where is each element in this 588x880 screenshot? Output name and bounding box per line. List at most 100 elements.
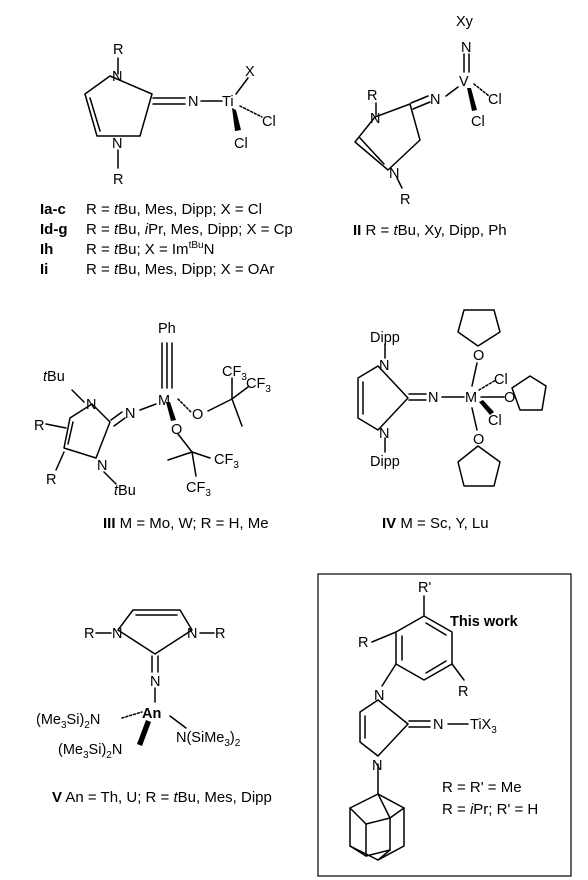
imidazole-ring	[359, 699, 409, 757]
svg-text:R = tBu; X = ImtBuN: R = tBu; X = ImtBuN	[86, 240, 214, 258]
atom-r-2: R	[458, 684, 468, 700]
atom-r-prime: R'	[418, 580, 431, 596]
atom-m: M	[158, 393, 170, 409]
ti-x-bond	[235, 77, 249, 95]
imidazole-ring	[354, 103, 421, 171]
atom-n-1: N	[370, 111, 380, 127]
imidazole-ring	[84, 75, 153, 137]
atom-cl-1: Cl	[494, 372, 508, 388]
structure-IV: Dipp Dipp N N N M O O O Cl Cl IV M = Sc,…	[357, 309, 547, 532]
atom-n-1: N	[374, 688, 384, 704]
atom-r-bottom: R	[400, 192, 410, 208]
atom-n-1: N	[112, 626, 122, 642]
atom-cl-2: Cl	[471, 114, 485, 130]
atom-cl-2: Cl	[488, 413, 502, 429]
atom-n-exo: N	[125, 406, 135, 422]
atom-n-1: N	[86, 397, 96, 413]
atom-tbu-1: tBu	[43, 369, 65, 385]
caption-I: Ia-c R = tBu, Mes, Dipp; X = Cl Id-g R =…	[40, 201, 293, 278]
caption-II: II R = tBu, Xy, Dipp, Ph	[353, 222, 507, 239]
caption-III: III M = Mo, W; R = H, Me	[103, 515, 269, 532]
svg-text:Ih: Ih	[40, 241, 53, 258]
atom-cf3-a: CF3	[222, 364, 247, 383]
atom-xy: Xy	[456, 14, 474, 30]
ti-cl-hashed-bond	[239, 105, 263, 118]
atom-dipp-1: Dipp	[370, 330, 400, 346]
atom-r-bottom: R	[113, 172, 123, 188]
this-work-title: This work	[450, 614, 519, 630]
atom-o-1: O	[473, 348, 484, 364]
svg-text:Ia-c: Ia-c	[40, 201, 66, 218]
atom-cf3-c: CF3	[214, 452, 239, 471]
atom-o-1: O	[192, 407, 203, 423]
ring-double-bond	[67, 421, 74, 445]
thf-ring-top	[457, 309, 501, 347]
atom-n-2: N	[389, 166, 399, 182]
atom-nsi-1: (Me3Si)2N	[36, 712, 100, 731]
structure-II: Xy N V Cl Cl N R N N R II R = tBu, Xy, D…	[353, 14, 507, 239]
ti-cl-wedge-bond	[232, 108, 241, 131]
atom-tbu-2: tBu	[114, 483, 136, 499]
adamantyl-cage	[349, 793, 405, 861]
atom-n-top: N	[461, 40, 471, 56]
atom-n-exo: N	[433, 717, 443, 733]
thf-ring-bottom	[457, 445, 501, 487]
atom-n-bottom: N	[112, 136, 122, 152]
this-work-panel: This work R' R R N N N TiX3 R = R' = Me …	[317, 573, 572, 877]
caption-V: V An = Th, U; R = tBu, Mes, Dipp	[52, 789, 272, 806]
atom-ph: Ph	[158, 321, 176, 337]
atom-n-2: N	[372, 758, 382, 774]
ring-double-bond	[359, 137, 385, 165]
atom-cl-1: Cl	[262, 114, 276, 130]
svg-text:Id-g: Id-g	[40, 221, 68, 238]
aryl-ring	[395, 615, 453, 681]
atom-n-exo: N	[430, 92, 440, 108]
this-work-line-2: R = iPr; R' = H	[442, 801, 538, 818]
atom-n-2: N	[187, 626, 197, 642]
atom-n-exo: N	[150, 674, 160, 690]
atom-n-exo: N	[428, 390, 438, 406]
imidazole-ring	[117, 609, 193, 655]
atom-r-top: R	[367, 88, 377, 104]
svg-text:R = tBu, Mes, Dipp; X = Cl: R = tBu, Mes, Dipp; X = Cl	[86, 201, 262, 218]
atom-x: X	[245, 64, 255, 80]
structure-I: R N N R N Ti X Cl Cl Ia-c R = tBu, Mes, …	[40, 42, 293, 278]
imidazole-ring	[63, 403, 111, 459]
atom-cl-1: Cl	[488, 92, 502, 108]
svg-text:Ii: Ii	[40, 261, 48, 278]
thf-ring-right	[511, 375, 547, 411]
atom-cf3-b: CF3	[246, 376, 271, 395]
atom-r-2: R	[46, 472, 56, 488]
atom-cl-2: Cl	[234, 136, 248, 152]
atom-r-1: R	[84, 626, 94, 642]
atom-r-1: R	[34, 418, 44, 434]
atom-n-2: N	[379, 426, 389, 442]
this-work-box	[317, 573, 572, 877]
atom-o-2: O	[171, 422, 182, 438]
structure-V: R R N N N An (Me3Si)2N N(SiMe3)2 (Me3Si)…	[36, 609, 272, 806]
caption-IV: IV M = Sc, Y, Lu	[382, 515, 489, 532]
atom-r-1: R	[358, 635, 368, 651]
atom-o-2: O	[504, 390, 515, 406]
atom-nsi-3: (Me3Si)2N	[58, 742, 122, 761]
atom-ti: Ti	[222, 94, 234, 110]
ring-double-bond	[89, 97, 101, 132]
atom-tix3: TiX3	[470, 717, 497, 736]
atom-n-exo: N	[188, 94, 198, 110]
atom-o-3: O	[473, 432, 484, 448]
atom-cf3-d: CF3	[186, 480, 211, 499]
atom-r-top: R	[113, 42, 123, 58]
atom-n-top: N	[112, 69, 122, 85]
svg-text:R = tBu, iPr, Mes, Dipp; X = C: R = tBu, iPr, Mes, Dipp; X = Cp	[86, 221, 293, 238]
atom-r-2: R	[215, 626, 225, 642]
atom-v: V	[459, 74, 469, 90]
atom-n-2: N	[97, 458, 107, 474]
atom-m: M	[465, 390, 477, 406]
atom-nsi-2: N(SiMe3)2	[176, 730, 241, 749]
structure-III: Ph M N tBu tBu N N R R O O CF3 CF3 CF3 C…	[34, 321, 271, 532]
atom-dipp-2: Dipp	[370, 454, 400, 470]
atom-an: An	[142, 706, 161, 722]
this-work-line-1: R = R' = Me	[442, 779, 522, 796]
imidazole-ring	[357, 365, 409, 431]
